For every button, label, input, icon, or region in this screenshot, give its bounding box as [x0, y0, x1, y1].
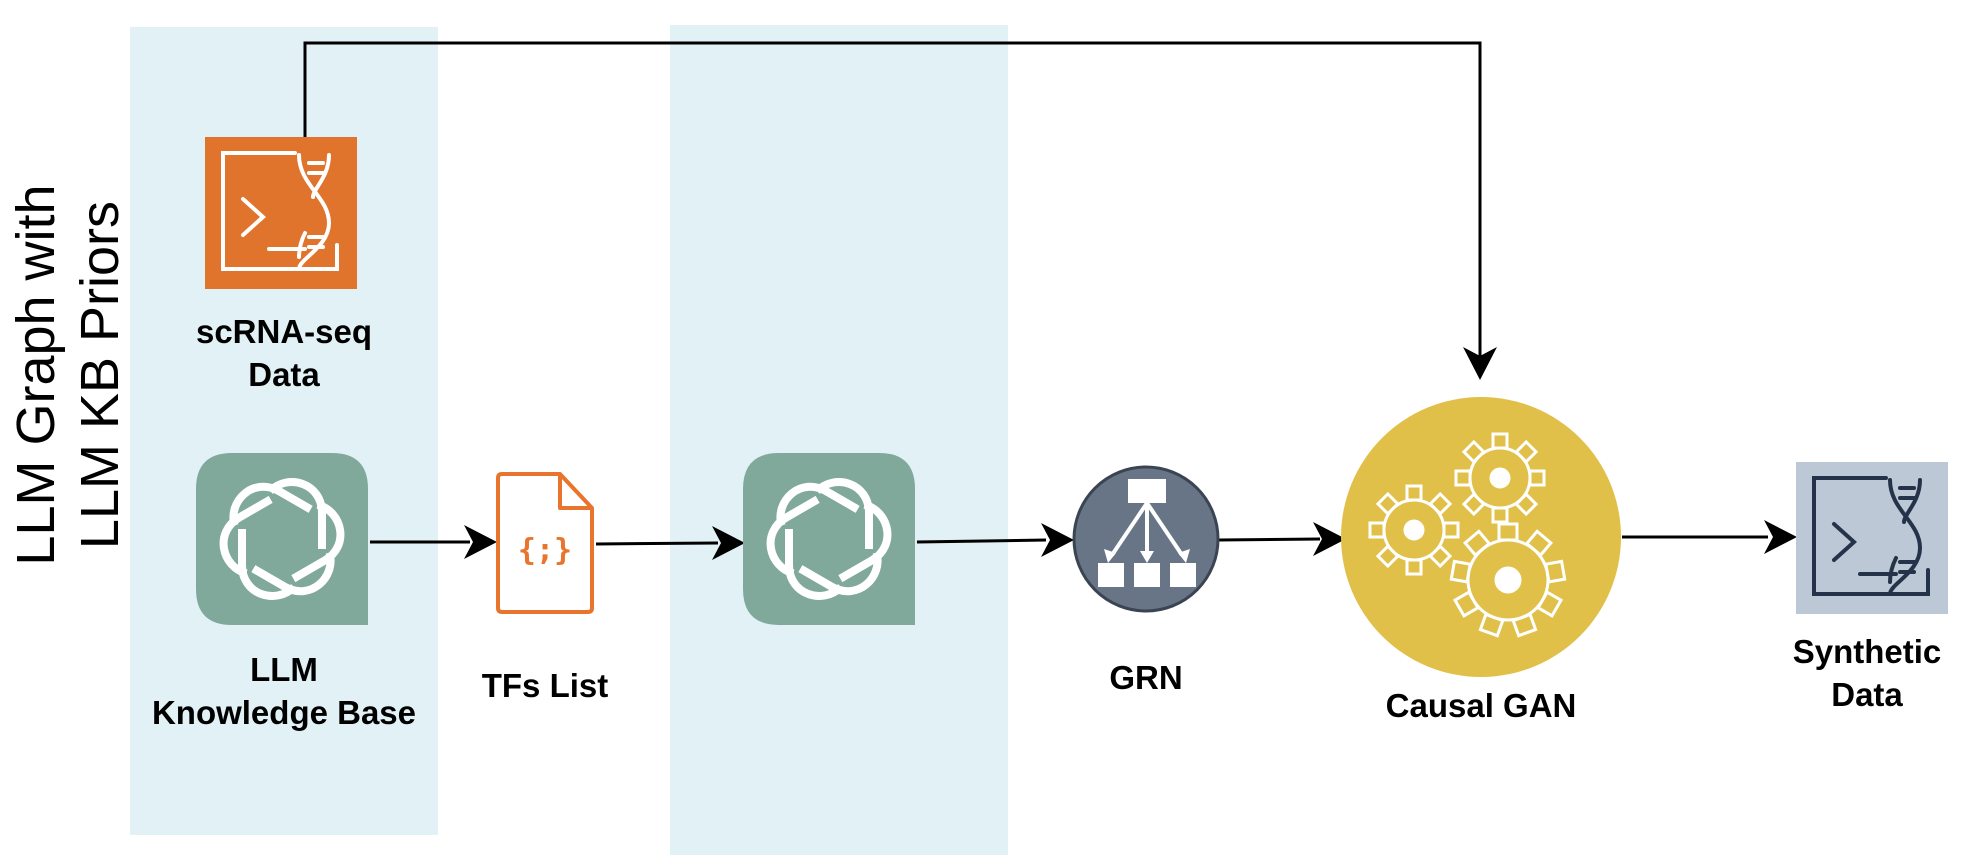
synthetic-label-line-2: Data	[1831, 676, 1903, 713]
openai-logo-icon-2	[743, 453, 915, 625]
grn-label: GRN	[1109, 659, 1183, 696]
json-file-icon: {;}	[496, 472, 594, 614]
tfs-label: TFs List	[481, 667, 609, 704]
arrow-tfs-to-llm2	[595, 541, 719, 546]
scrna-label-line-1: scRNA-seq	[195, 313, 373, 350]
llm-kb-label: LLM Knowledge Base	[120, 648, 448, 734]
synthetic-label: Synthetic Data	[1770, 630, 1964, 716]
arrowhead-grn	[1041, 523, 1074, 557]
arrowhead-tfs	[464, 525, 497, 559]
scrna-label-line-2: Data	[248, 356, 320, 393]
llm-kb-label-line-1: LLM	[250, 651, 318, 688]
arrow-scrna-to-gan	[303, 41, 1482, 372]
arrow-llm2-to-grn	[916, 538, 1047, 544]
llm-kb-label-line-2: Knowledge Base	[151, 694, 417, 731]
arrowhead-llm2	[712, 526, 745, 560]
json-glyph: {;}	[518, 533, 572, 568]
highlight-panel-middle	[670, 25, 1008, 855]
gan-label: Causal GAN	[1385, 687, 1577, 724]
dna-terminal-icon	[205, 137, 357, 289]
arrowhead-synthetic	[1764, 520, 1797, 554]
arrowhead-gan	[1313, 522, 1346, 556]
gears-icon	[1341, 397, 1621, 677]
arrowhead-gan-top	[1463, 347, 1497, 380]
synthetic-label-line-1: Synthetic	[1792, 633, 1942, 670]
scrna-label: scRNA-seq Data	[130, 310, 438, 396]
dna-terminal-icon-synthetic	[1796, 462, 1948, 614]
hierarchy-icon	[1072, 465, 1220, 613]
arrow-grn-to-gan	[1217, 537, 1321, 542]
openai-logo-icon	[196, 453, 368, 625]
